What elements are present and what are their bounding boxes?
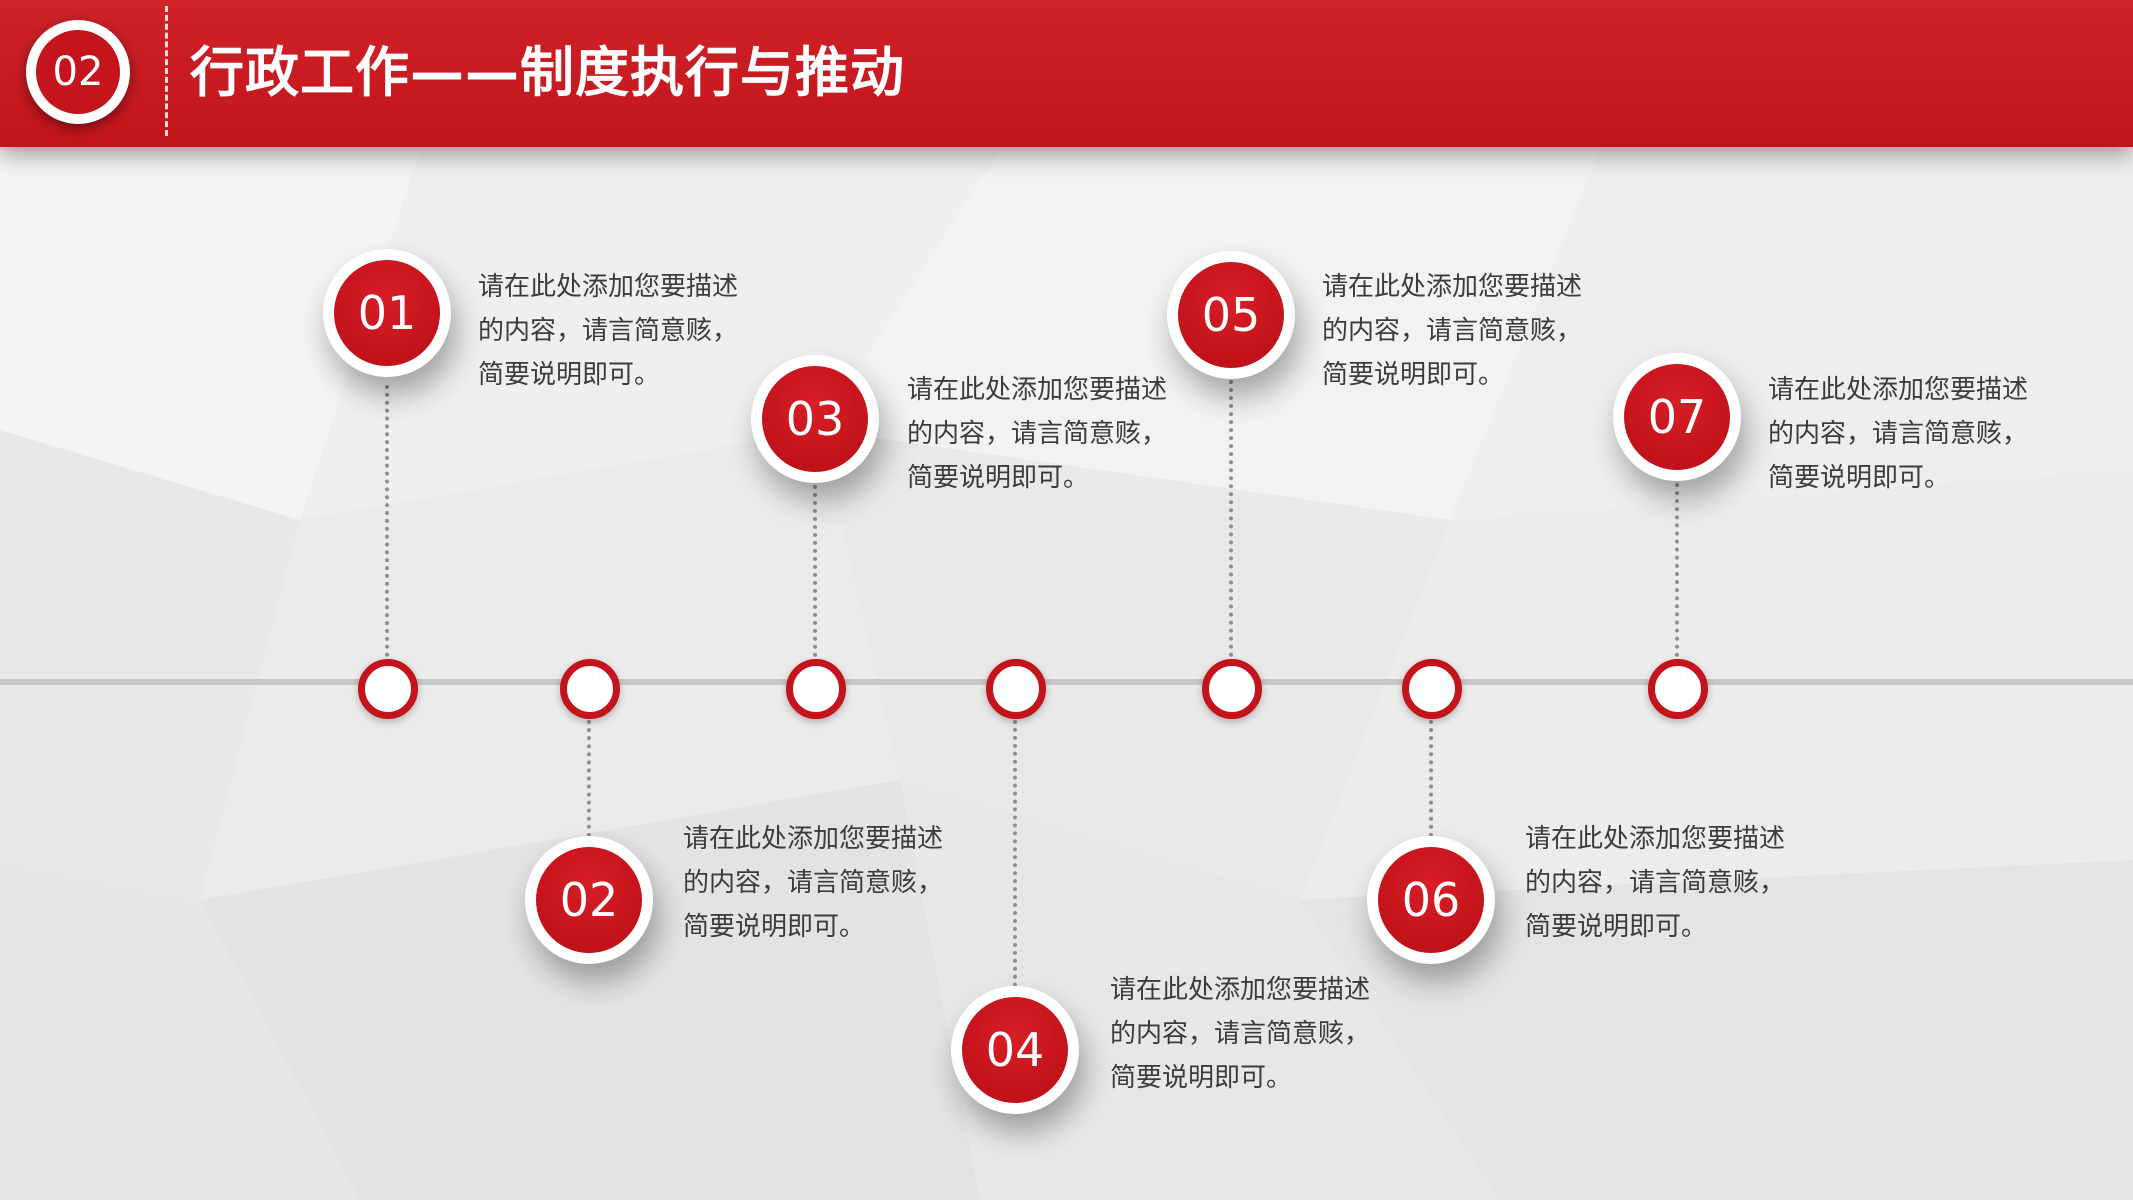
timeline-dot-06: [1402, 659, 1462, 719]
step-number-04: 04: [962, 997, 1068, 1103]
timeline-dot-07: [1648, 659, 1708, 719]
header-bar: 02 行政工作——制度执行与推动: [0, 0, 2133, 147]
connector-04: [1013, 712, 1017, 987]
connector-02: [587, 712, 591, 837]
step-description-03: 请在此处添加您要描述的内容，请言简意赅，简要说明即可。: [907, 375, 1168, 493]
section-badge: 02: [26, 20, 130, 124]
header-divider: [165, 6, 168, 136]
step-number-05: 05: [1178, 262, 1284, 368]
step-number-03: 03: [762, 366, 868, 472]
step-description-05: 请在此处添加您要描述的内容，请言简意赅，简要说明即可。: [1322, 272, 1583, 390]
step-node-03: 03: [751, 355, 879, 483]
timeline-axis: [0, 679, 2133, 685]
step-node-05: 05: [1167, 251, 1295, 379]
step-number-06: 06: [1378, 847, 1484, 953]
step-description-04: 请在此处添加您要描述的内容，请言简意赅，简要说明即可。: [1110, 975, 1371, 1093]
timeline-dot-04: [986, 659, 1046, 719]
step-description-02: 请在此处添加您要描述的内容，请言简意赅，简要说明即可。: [683, 824, 944, 942]
step-description-01: 请在此处添加您要描述的内容，请言简意赅，简要说明即可。: [478, 272, 739, 390]
step-number-01: 01: [334, 260, 440, 366]
connector-07: [1675, 483, 1679, 657]
step-node-07: 07: [1613, 353, 1741, 481]
timeline-dot-02: [560, 659, 620, 719]
step-node-04: 04: [951, 986, 1079, 1114]
connector-06: [1429, 712, 1433, 837]
step-description-07: 请在此处添加您要描述的内容，请言简意赅，简要说明即可。: [1768, 375, 2029, 493]
step-node-01: 01: [323, 249, 451, 377]
timeline-dot-03: [786, 659, 846, 719]
connector-03: [813, 485, 817, 657]
step-number-07: 07: [1624, 364, 1730, 470]
connector-01: [385, 385, 389, 657]
timeline-dot-05: [1202, 659, 1262, 719]
page-title: 行政工作——制度执行与推动: [190, 41, 905, 104]
connector-05: [1229, 380, 1233, 657]
step-node-06: 06: [1367, 836, 1495, 964]
step-description-06: 请在此处添加您要描述的内容，请言简意赅，简要说明即可。: [1525, 824, 1786, 942]
step-node-02: 02: [525, 836, 653, 964]
section-number: 02: [36, 30, 120, 114]
timeline-dot-01: [358, 659, 418, 719]
step-number-02: 02: [536, 847, 642, 953]
